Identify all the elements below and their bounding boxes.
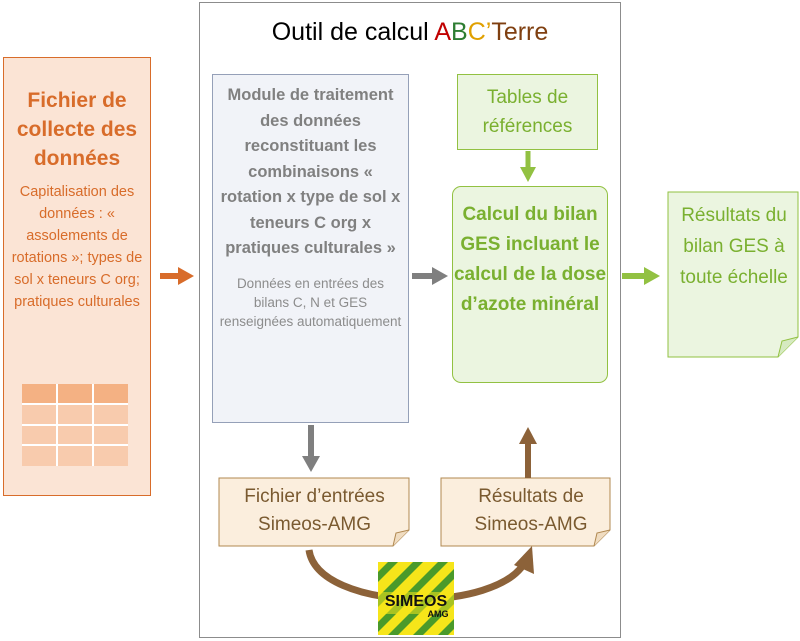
module-description: Données en entrées des bilans C, N et GE… <box>219 275 402 329</box>
logo-text-simeos: SIMEOS <box>385 593 448 610</box>
spreadsheet-icon <box>22 384 128 466</box>
logo-text-amg: AMG <box>428 609 449 619</box>
arrow-module-to-calc <box>412 267 448 285</box>
tool-title: Outil de calcul ABC’Terre <box>271 18 549 46</box>
arrow-collection-to-module <box>160 267 194 285</box>
ghg-calculation-box: Calcul du bilan GES incluant le calcul d… <box>452 186 608 383</box>
result-label: Résultats du bilan GES à toute échelle <box>680 205 788 288</box>
simeos-input-label: Fichier d’entrées Simeos-AMG <box>244 486 385 535</box>
reference-tables-box: Tables de références <box>457 74 598 150</box>
title-apostrophe: ’ <box>485 18 492 46</box>
processing-module-box: Module de traitement des données reconst… <box>212 74 409 423</box>
ghg-calculation-label: Calcul du bilan GES incluant le calcul d… <box>453 204 607 315</box>
reference-tables-label: Tables de références <box>482 87 573 137</box>
arrow-calc-to-result <box>622 267 660 285</box>
simeos-logo: SIMEOS AMG <box>378 562 454 635</box>
arrow-tables-to-calc <box>520 151 536 182</box>
title-word-terre: Terre <box>491 18 549 46</box>
module-title: Module de traitement des données reconst… <box>220 86 401 257</box>
title-letter-a: A <box>434 18 451 46</box>
simeos-results-label: Résultats de Simeos-AMG <box>474 486 588 535</box>
title-letter-b: B <box>451 18 468 46</box>
collection-description: Capitalisation des données : « assolemen… <box>11 184 143 310</box>
arrow-results-to-calc <box>519 427 537 478</box>
title-letter-c: C <box>467 18 486 46</box>
arrow-module-to-input <box>302 425 320 472</box>
collection-title: Fichier de collecte des données <box>16 89 138 170</box>
